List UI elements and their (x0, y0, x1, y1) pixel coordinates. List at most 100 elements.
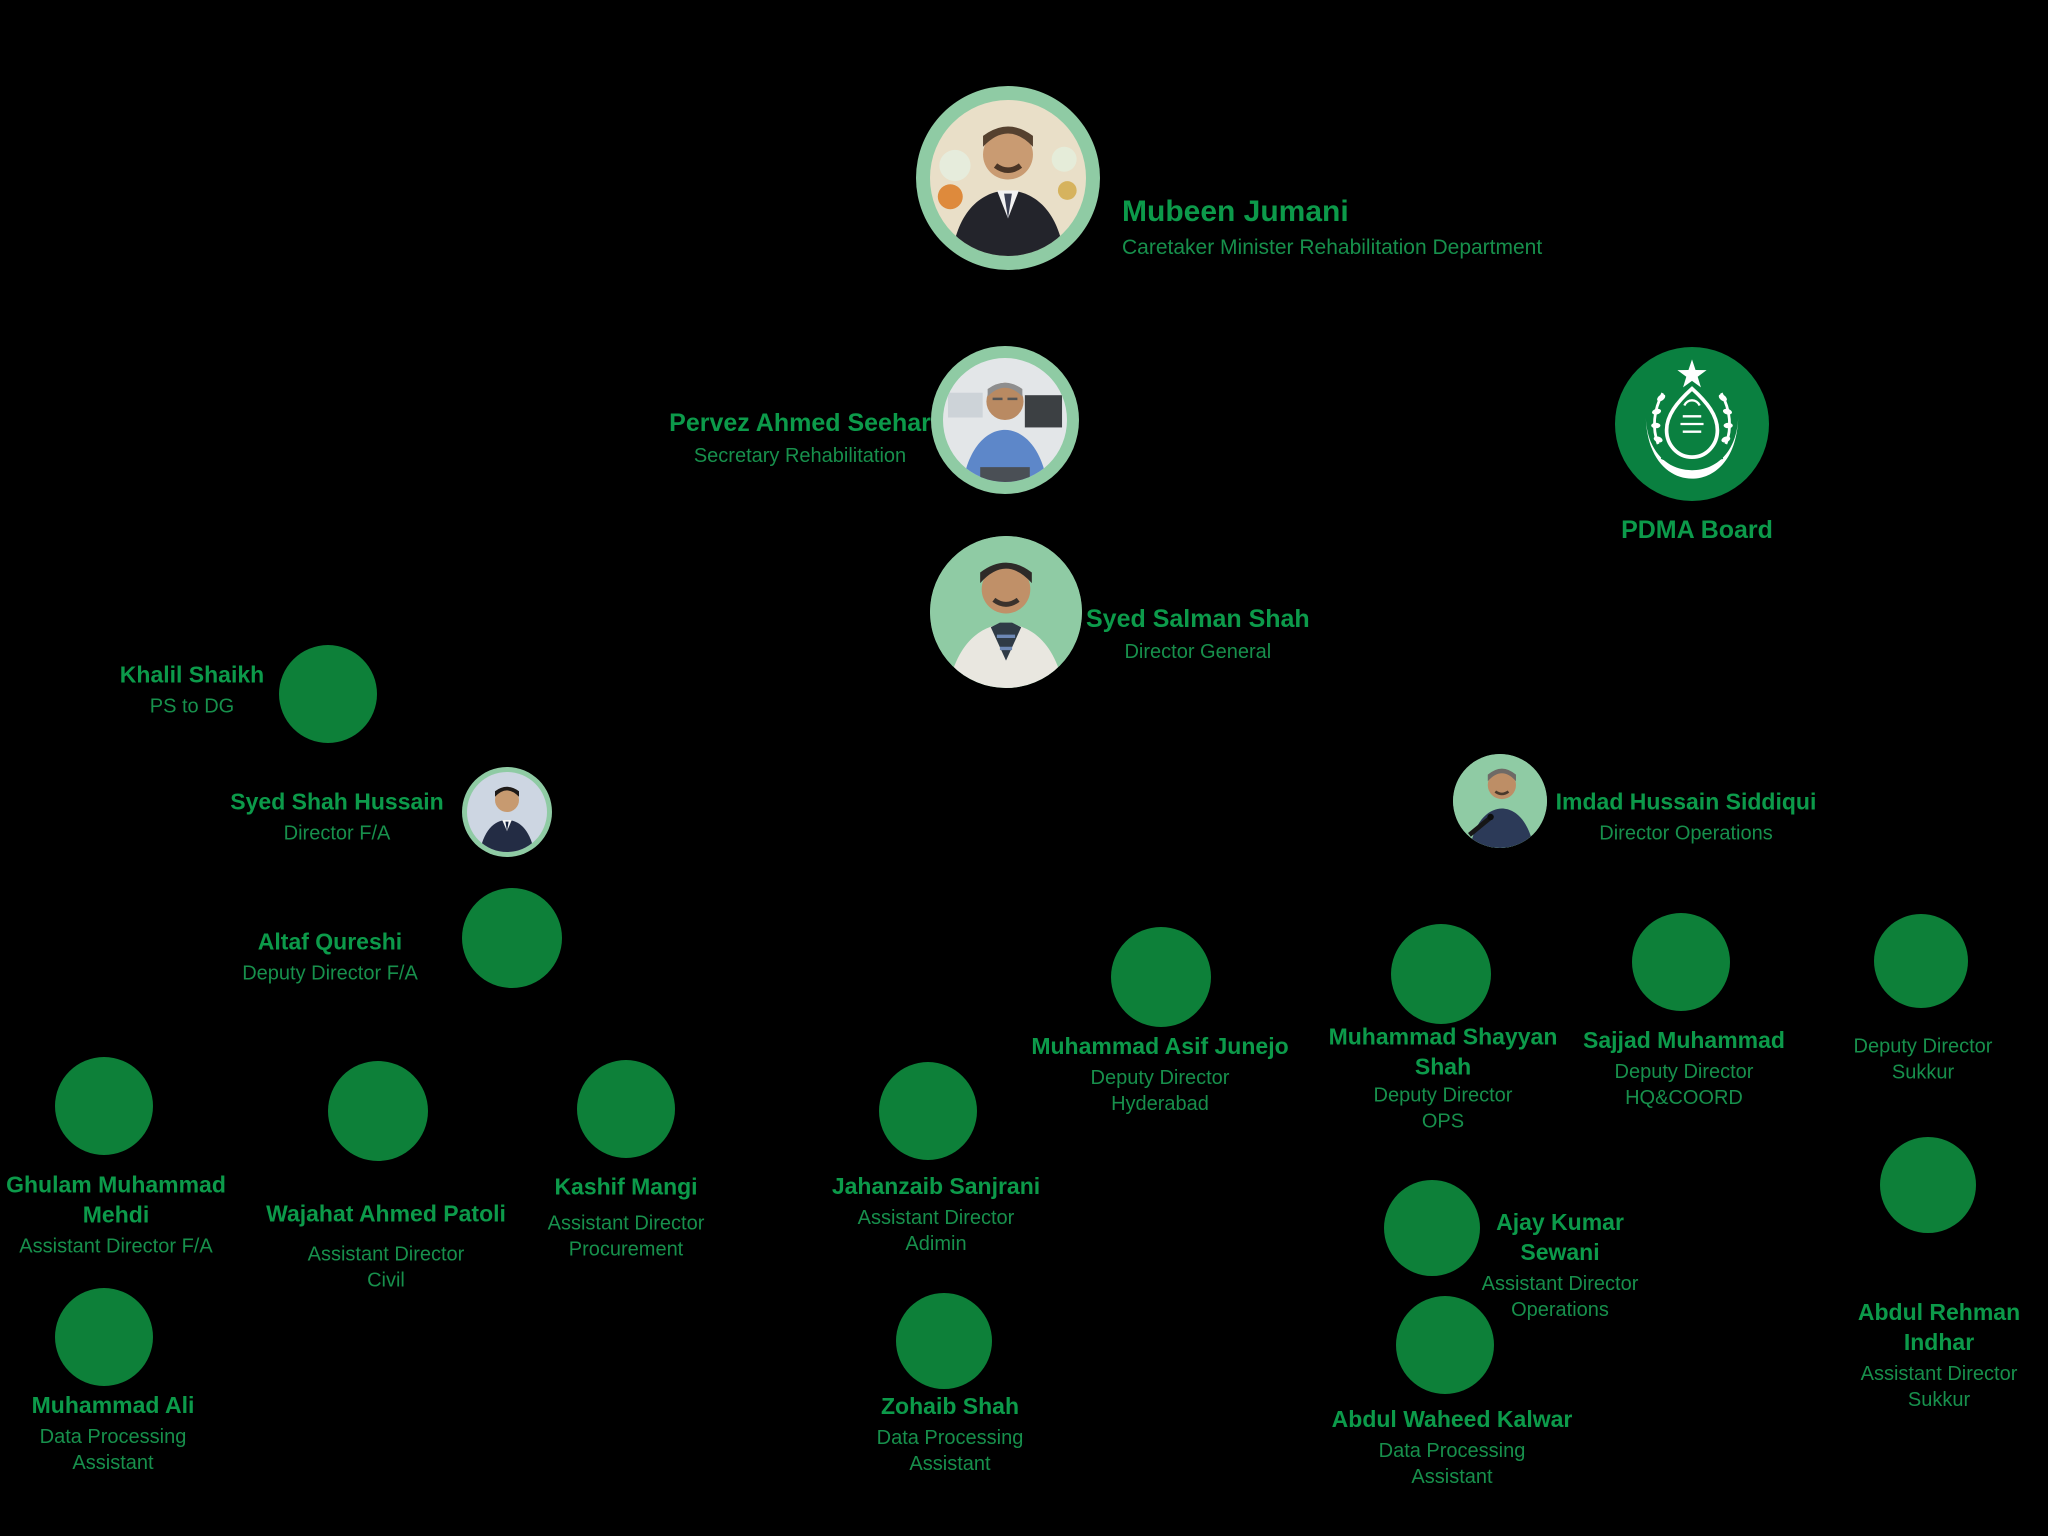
person-title: Deputy Director (1614, 1061, 1754, 1084)
wajahat-ahmed-patoli-circle (328, 1061, 428, 1161)
person-title: Assistant Director (1481, 1273, 1639, 1295)
zohaib-shah-label: Zohaib Shah Data Processing Assistant (877, 1392, 1024, 1478)
sajjad-muhammad-circle (1632, 913, 1730, 1011)
person-name: Abdul Waheed Kalwar (1331, 1406, 1573, 1433)
person-title: Adimin (905, 1233, 967, 1256)
pervez-ahmed-seehar-portrait (943, 358, 1067, 482)
person-title: Director F/A (283, 822, 391, 845)
syed-salman-shah-label: Syed Salman Shah Director General (1086, 603, 1310, 665)
pervez-ahmed-seehar-label: Pervez Ahmed Seehar Secretary Rehabilita… (669, 407, 931, 469)
pdma-board-logo (1615, 347, 1769, 501)
imdad-hussain-siddiqui-photo (1453, 754, 1547, 848)
person-title: Sukkur (1891, 1062, 1955, 1084)
abdul-rehman-indhar-label: Abdul Rehman Indhar Assistant Director S… (1858, 1298, 2020, 1414)
person-title: Data Processing (876, 1427, 1024, 1450)
kashif-mangi-label: Kashif Mangi Assistant Director Procurem… (548, 1173, 705, 1264)
person-name: Kashif Mangi (554, 1173, 698, 1200)
person-title: PS to DG (149, 695, 235, 718)
person-name: Ghulam Muhammad (6, 1171, 226, 1198)
person-name: Mubeen Jumani (1122, 195, 1349, 229)
jahanzaib-sanjrani-label: Jahanzaib Sanjrani Assistant Director Ad… (832, 1172, 1040, 1258)
person-title: Procurement (568, 1238, 684, 1261)
person-name: Pervez Ahmed Seehar (669, 409, 931, 438)
syed-salman-shah-portrait (930, 536, 1082, 688)
syed-salman-shah-photo (930, 536, 1082, 688)
mubeen-jumani-photo (916, 86, 1100, 270)
ajay-kumar-sewani-label: Ajay Kumar Sewani Assistant Director Ope… (1482, 1208, 1639, 1324)
person-name: Ajay Kumar (1496, 1209, 1624, 1236)
person-name: Wajahat Ahmed Patoli (266, 1200, 506, 1227)
khalil-shaikh-label: Khalil Shaikh PS to DG (120, 660, 264, 719)
person-name: Abdul Rehman (1857, 1299, 2021, 1326)
khalil-shaikh-circle (279, 645, 377, 743)
person-title: Assistant (909, 1453, 991, 1476)
person-name: Indhar (1903, 1329, 1975, 1356)
ajay-kumar-sewani-circle (1384, 1180, 1480, 1276)
person-title: Director Operations (1599, 822, 1773, 845)
person-title: Assistant (72, 1452, 154, 1475)
syed-shah-hussain-portrait (467, 772, 547, 852)
altaf-qureshi-label: Altaf Qureshi Deputy Director F/A (242, 927, 418, 986)
imdad-hussain-siddiqui-label: Imdad Hussain Siddiqui Director Operatio… (1556, 787, 1817, 846)
person-title: Deputy Director (1090, 1067, 1230, 1090)
person-name: Imdad Hussain Siddiqui (1555, 788, 1817, 815)
sajjad-muhammad-label: Sajjad Muhammad Deputy Director HQ&COORD (1583, 1026, 1785, 1112)
syed-shah-hussain-photo (462, 767, 552, 857)
zohaib-shah-circle (896, 1293, 992, 1389)
person-name: Sewani (1520, 1239, 1600, 1266)
person-title: Assistant Director (307, 1243, 465, 1266)
sindh-emblem-icon (1615, 347, 1769, 501)
person-title: HQ&COORD (1625, 1087, 1743, 1110)
deputy-director-sukkur-label: Deputy Director Sukkur (1854, 1034, 1993, 1087)
person-name: Muhammad Shayyan (1328, 1023, 1558, 1050)
person-name: Muhammad Asif Junejo (1031, 1033, 1289, 1060)
abdul-waheed-kalwar-label: Abdul Waheed Kalwar Data Processing Assi… (1332, 1405, 1573, 1491)
person-title: Deputy Director (1373, 1084, 1513, 1107)
person-title: Deputy Director (1853, 1035, 1993, 1058)
person-name: Altaf Qureshi (257, 928, 403, 955)
person-title: OPS (1421, 1110, 1465, 1133)
muhammad-ali-circle (55, 1288, 153, 1386)
person-name: Syed Salman Shah (1086, 605, 1310, 634)
person-title: Sukkur (1907, 1389, 1971, 1412)
person-title: Assistant Director (547, 1212, 705, 1235)
person-title: Deputy Director F/A (242, 962, 418, 985)
pervez-ahmed-seehar-photo (931, 346, 1079, 494)
person-title: Assistant Director F/A (19, 1235, 213, 1258)
person-name: Khalil Shaikh (119, 661, 265, 688)
person-title: Data Processing (1378, 1440, 1526, 1463)
person-title: Assistant Director (857, 1207, 1015, 1230)
person-title: Caretaker Minister Rehabilitation Depart… (1122, 236, 1543, 260)
board-label-text: PDMA Board (1621, 515, 1773, 544)
mubeen-jumani-label: Mubeen Jumani Caretaker Minister Rehabil… (1122, 192, 1542, 262)
muhammad-asif-junejo-label: Muhammad Asif Junejo Deputy Director Hyd… (1031, 1032, 1288, 1118)
mubeen-jumani-portrait (930, 100, 1086, 256)
person-title: Assistant Director (1860, 1363, 2018, 1385)
muhammad-shayyan-shah-label: Muhammad Shayyan Shah Deputy Director OP… (1329, 1023, 1558, 1136)
person-title: Operations (1511, 1299, 1609, 1322)
person-name: Zohaib Shah (881, 1393, 1019, 1420)
person-title: Director General (1124, 640, 1272, 663)
person-name: Sajjad Muhammad (1583, 1027, 1785, 1054)
person-title: Civil (367, 1269, 405, 1292)
pdma-board-label: PDMA Board (1621, 514, 1773, 547)
muhammad-shayyan-shah-circle (1391, 924, 1491, 1024)
person-title: Secretary Rehabilitation (693, 444, 907, 467)
person-name: Jahanzaib Sanjrani (831, 1173, 1041, 1200)
deputy-director-sukkur-circle (1874, 914, 1968, 1008)
muhammad-asif-junejo-circle (1111, 927, 1211, 1027)
jahanzaib-sanjrani-circle (879, 1062, 977, 1160)
person-name: Muhammad Ali (31, 1392, 195, 1419)
abdul-rehman-indhar-circle (1880, 1137, 1976, 1233)
person-title: Assistant (1411, 1466, 1493, 1489)
person-title: Hyderabad (1111, 1093, 1209, 1116)
kashif-mangi-circle (577, 1060, 675, 1158)
person-name: Syed Shah Hussain (230, 788, 444, 815)
abdul-waheed-kalwar-circle (1396, 1296, 1494, 1394)
wajahat-ahmed-patoli-label: Wajahat Ahmed Patoli Assistant Director … (266, 1200, 506, 1295)
altaf-qureshi-circle (462, 888, 562, 988)
person-name: Shah (1414, 1053, 1472, 1080)
muhammad-ali-label: Muhammad Ali Data Processing Assistant (32, 1391, 195, 1477)
syed-shah-hussain-label: Syed Shah Hussain Director F/A (230, 787, 443, 846)
ghulam-muhammad-mehdi-circle (55, 1057, 153, 1155)
